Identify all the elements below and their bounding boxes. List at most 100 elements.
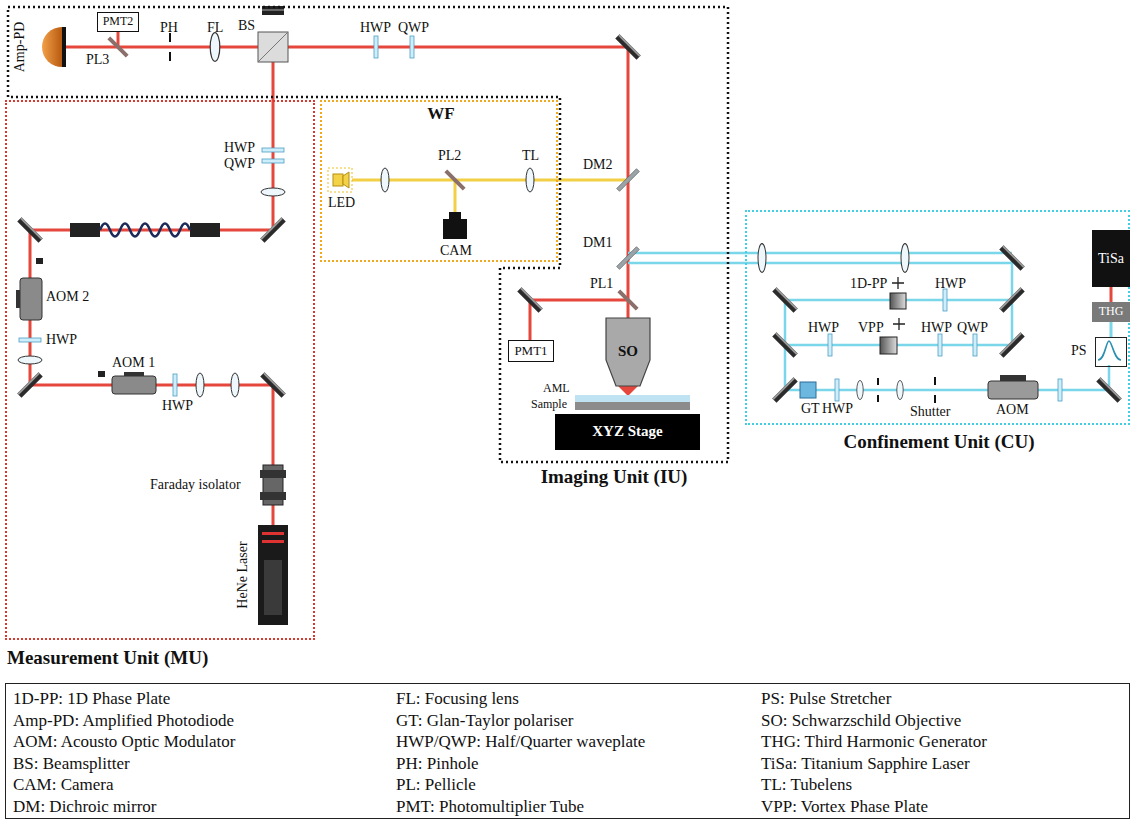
- component-label: PL2: [438, 148, 461, 164]
- component-label: HWP: [822, 401, 853, 417]
- beam-connector: [1110, 322, 1113, 337]
- amp-photodiode: [42, 27, 62, 67]
- laser-box: TiSa: [1092, 230, 1130, 287]
- mirror: [772, 377, 797, 402]
- phase-plate-1d: [890, 293, 906, 309]
- lens: [231, 373, 239, 397]
- hene-laser: [258, 525, 288, 625]
- stage-name: XYZ Stage: [592, 423, 662, 440]
- table-entry: SO: Schwarzschild Objective: [761, 711, 961, 731]
- component-label: HWP: [935, 276, 966, 292]
- unit-title: Measurement Unit (MU): [7, 647, 208, 669]
- mirror: [260, 372, 285, 397]
- component-label: HWP: [224, 140, 255, 156]
- focusing-lens: [210, 33, 220, 62]
- component-label: 1D-PP: [850, 276, 887, 292]
- mirror: [772, 287, 797, 312]
- component-label: HWP: [808, 320, 839, 336]
- component-label: QWP: [224, 156, 255, 172]
- component-label: LED: [328, 195, 355, 211]
- mirror: [999, 332, 1024, 357]
- retro-mirror: [262, 10, 284, 11]
- mirror: [772, 332, 797, 357]
- lens: [18, 356, 42, 364]
- faraday-isolator: [260, 470, 286, 478]
- cyan-beam: [628, 253, 1109, 390]
- mirror: [999, 287, 1024, 312]
- table-entry: GT: Glan-Taylor polariser: [396, 711, 573, 731]
- mirror: [260, 217, 285, 242]
- confinement-unit-region: Confinement Unit (CU)TiSaTHGPS: [745, 210, 1130, 425]
- component-label: QWP: [398, 20, 429, 36]
- aom-2-transducer: [16, 290, 20, 308]
- generator-box: THG: [1092, 302, 1130, 322]
- component-label: TL: [522, 148, 539, 164]
- waveplate: [1058, 379, 1062, 401]
- camera: [443, 219, 467, 239]
- unit-outline: [8, 7, 728, 462]
- waveplate: [173, 374, 177, 396]
- table-entry: VPP: Vortex Phase Plate: [761, 797, 928, 817]
- yellow-beam: [352, 180, 628, 214]
- lens: [196, 373, 204, 397]
- shutter: [934, 377, 936, 403]
- table-entry: Amp-PD: Amplified Photodiode: [13, 711, 234, 731]
- component-label: HeNe Laser: [235, 541, 251, 608]
- table-entry: CAM: Camera: [13, 775, 114, 795]
- waveplate: [19, 338, 41, 342]
- red-beam: [30, 62, 273, 525]
- component-label: BS: [238, 18, 255, 34]
- component-label: PH: [160, 20, 178, 36]
- component-label: AOM 1: [112, 355, 155, 371]
- component-label: Shutter: [910, 404, 950, 420]
- aom-1-transducer: [124, 372, 144, 376]
- table-entry: FL: Focusing lens: [396, 689, 519, 709]
- beamsplitter: [258, 32, 288, 62]
- pellicle: [617, 289, 638, 310]
- component-label: HWP: [162, 398, 193, 414]
- component-label: DM2: [583, 157, 613, 173]
- objective: SO: [600, 318, 656, 386]
- unit-title: Confinement Unit (CU): [843, 431, 1034, 453]
- detector-name: PMT2: [103, 15, 134, 29]
- waveplate: [828, 334, 832, 356]
- lens: [758, 244, 766, 273]
- component-label: HWP: [921, 320, 952, 336]
- aom-1: [112, 376, 156, 394]
- laser-name: TiSa: [1098, 250, 1124, 266]
- widefield-region: WF: [320, 100, 558, 262]
- hene-laser: [262, 540, 284, 543]
- focus-cone: [618, 386, 638, 396]
- tube-lens: [526, 168, 534, 192]
- lens: [901, 244, 909, 273]
- mirror: [517, 287, 542, 312]
- lens: [897, 380, 903, 399]
- pulse-stretcher-curve: [1098, 341, 1121, 360]
- table-entry: PS: Pulse Stretcher: [761, 689, 891, 709]
- iris: [877, 378, 879, 402]
- component-label: DM1: [583, 235, 613, 251]
- mirror: [999, 245, 1024, 270]
- waveplate: [262, 148, 284, 152]
- dichroic-mirror: [617, 247, 640, 270]
- component-label: Amp-PD: [12, 22, 28, 73]
- component-label: Sample: [531, 398, 567, 412]
- waveplate: [973, 334, 977, 356]
- component-label: AOM 2: [46, 289, 89, 305]
- mirror: [17, 217, 42, 242]
- table-entry: DM: Dichroic mirror: [13, 797, 157, 817]
- stretcher-name: PS: [1071, 343, 1087, 359]
- pinhole: [169, 52, 171, 61]
- table-entry: AOM: Acousto Optic Modulator: [13, 732, 235, 752]
- waveplate: [262, 159, 284, 163]
- measurement-unit-region: Measurement Unit (MU): [5, 100, 315, 640]
- table-entry: PL: Pellicle: [396, 775, 476, 795]
- table-entry: TL: Tubelens: [761, 775, 852, 795]
- waveplate: [410, 36, 414, 58]
- detector-box: PMT1: [508, 340, 554, 362]
- sample-layer: [575, 402, 690, 410]
- component-label: CAM: [440, 243, 472, 259]
- component-label: QWP: [957, 320, 988, 336]
- glan-taylor: [800, 382, 816, 398]
- aml-layer: [575, 395, 690, 402]
